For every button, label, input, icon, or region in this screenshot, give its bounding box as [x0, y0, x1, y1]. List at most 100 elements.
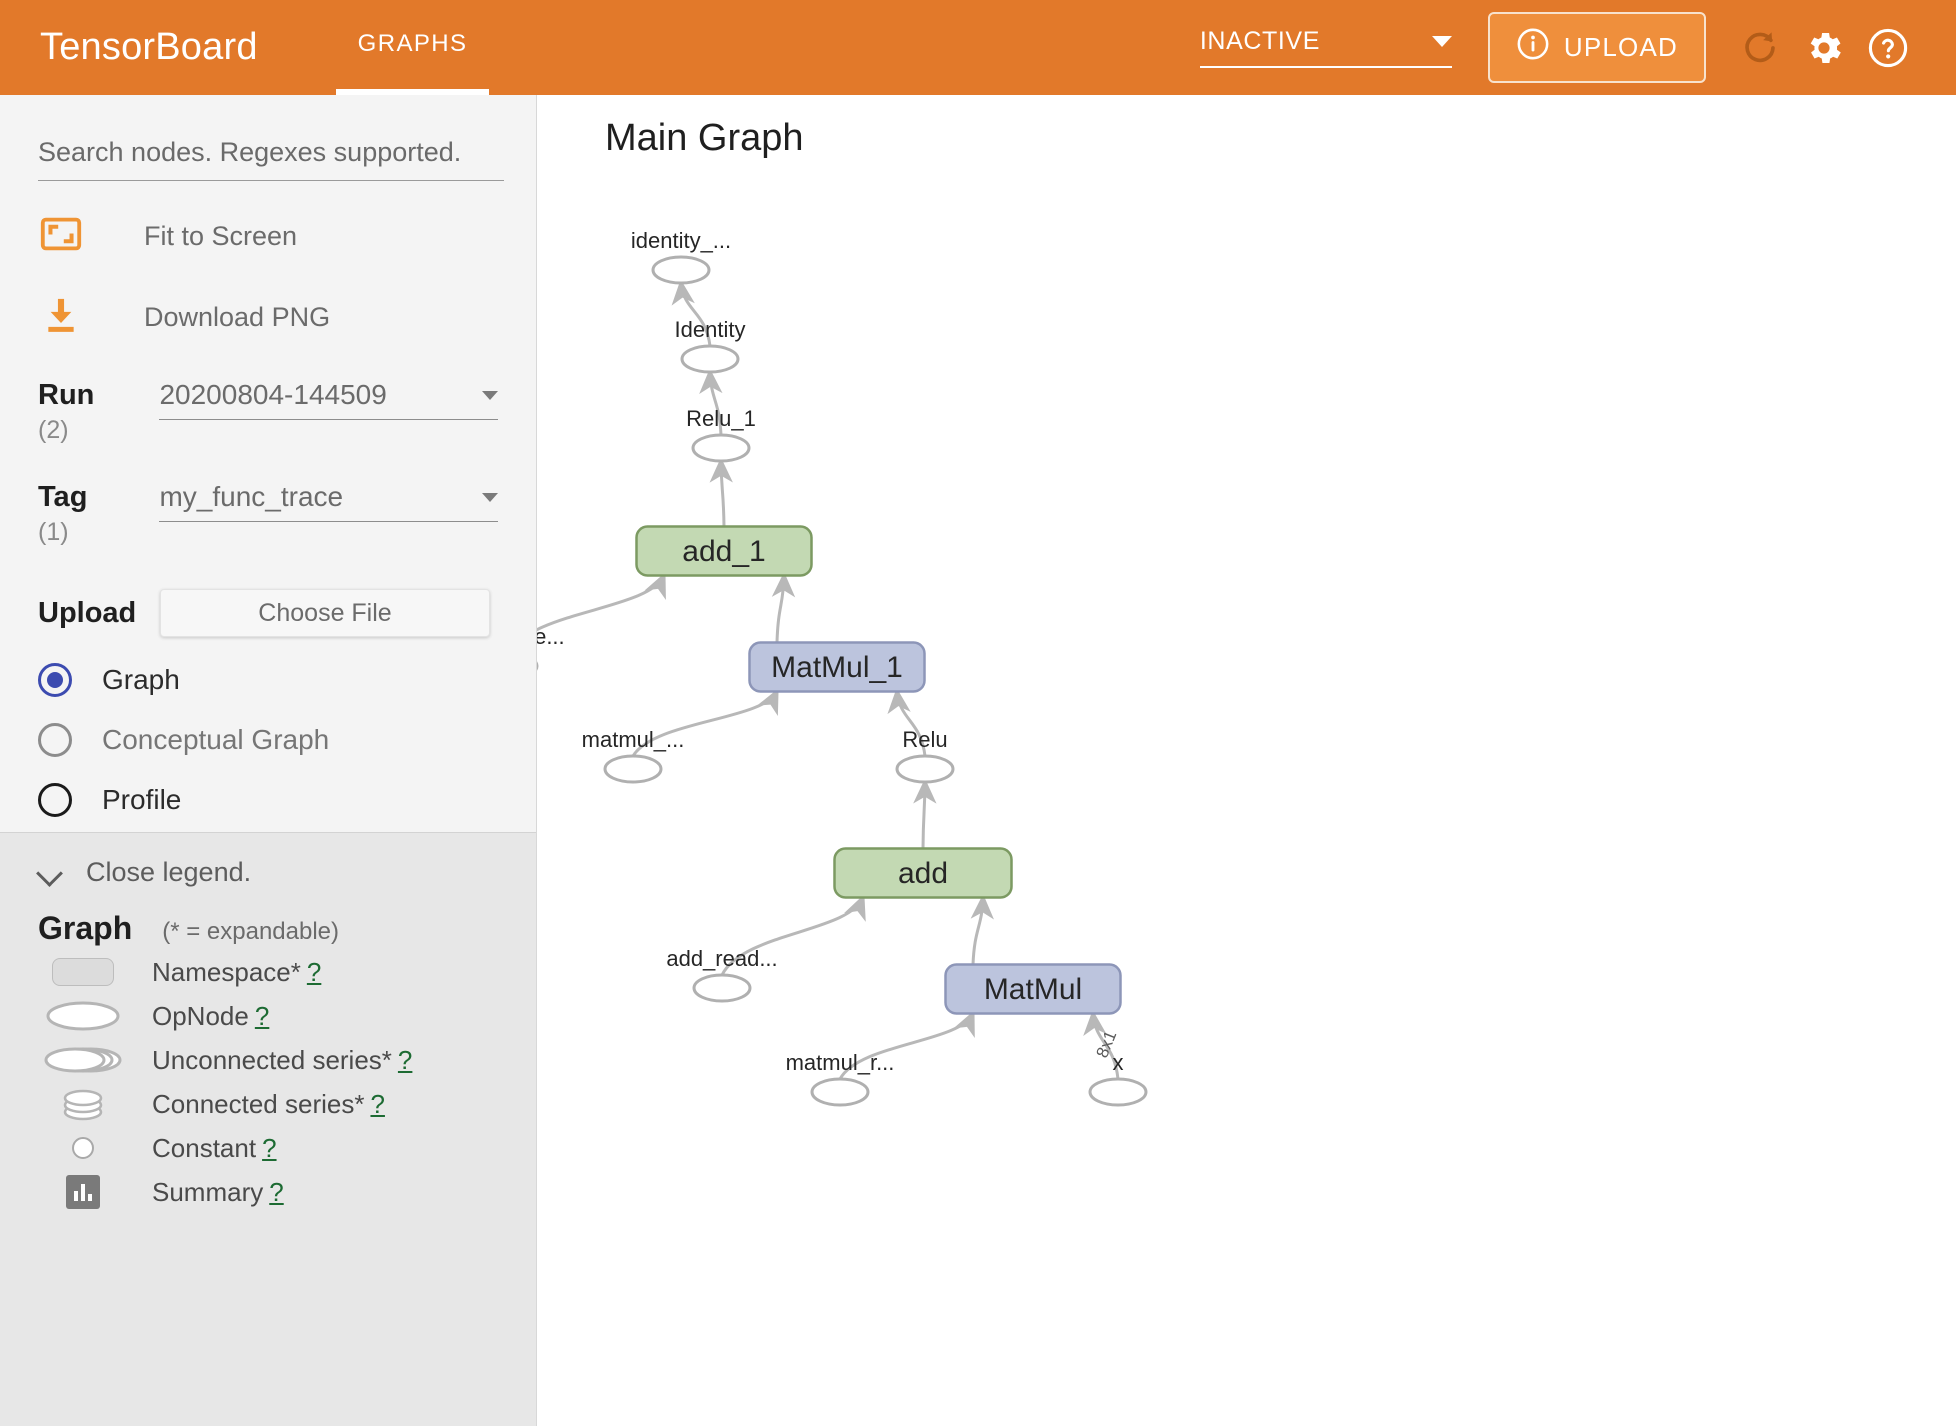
namespace-icon — [38, 958, 128, 986]
legend-help-opnode[interactable]: ? — [254, 1000, 270, 1031]
gear-icon[interactable] — [1792, 16, 1856, 80]
constant-icon — [38, 1137, 128, 1159]
svg-text:MatMul: MatMul — [984, 973, 1082, 1006]
help-icon[interactable] — [1856, 16, 1920, 80]
tag-dropdown[interactable]: my_func_trace — [159, 481, 498, 522]
legend-item-summary-label: Summary — [152, 1176, 264, 1207]
legend-hint: (* = expandable) — [162, 918, 340, 945]
graph-node[interactable]: identity_... — [631, 228, 731, 285]
svg-text:add_read...: add_read... — [666, 946, 777, 971]
choose-file-button[interactable]: Choose File — [160, 589, 490, 637]
chevron-down-icon — [482, 492, 498, 502]
radio-profile-label: Profile — [102, 784, 182, 815]
legend-item-namespace-label: Namespace* — [152, 956, 301, 987]
graph-edge — [699, 368, 723, 436]
legend-item-summary: Summary? — [38, 1173, 498, 1211]
download-icon — [38, 292, 84, 343]
connected-series-icon — [38, 1086, 128, 1122]
graph-node[interactable]: MatMul_1 — [748, 641, 926, 693]
legend-help-summary[interactable]: ? — [269, 1176, 284, 1207]
svg-text:identity_...: identity_... — [631, 228, 731, 253]
chevron-down-icon — [1431, 36, 1452, 47]
opnode-icon — [38, 999, 128, 1033]
upload-button-label: UPLOAD — [1563, 32, 1678, 62]
graph-edge — [838, 1010, 975, 1080]
app-brand: TensorBoard — [40, 26, 258, 68]
graph-node[interactable]: MatMul — [944, 963, 1122, 1015]
graph-node[interactable]: x — [1088, 1050, 1148, 1107]
run-label-group: Run (2) — [38, 379, 159, 445]
legend-header: Graph (* = expandable) — [38, 910, 498, 947]
radio-profile[interactable]: Profile — [38, 783, 498, 817]
svg-text:MatMul_1: MatMul_1 — [771, 651, 903, 684]
legend-item-unconnected-series: Unconnected series*? — [38, 1041, 498, 1079]
app-header: TensorBoard GRAPHS INACTIVE UPLOAD — [0, 0, 1956, 95]
graph-node[interactable]: add_1 — [635, 525, 813, 577]
graph-node[interactable]: matmul_... — [582, 727, 685, 784]
svg-text:Relu: Relu — [902, 727, 947, 752]
graph-node[interactable]: Relu — [895, 727, 955, 784]
legend-panel: Close legend. Graph (* = expandable) Nam… — [0, 832, 536, 1426]
legend-item-namespace: Namespace*? — [38, 953, 498, 991]
graph-node[interactable]: matmul_r... — [786, 1050, 895, 1107]
graph-edge — [671, 279, 712, 347]
run-dropdown[interactable]: 20200804-144509 — [159, 379, 498, 420]
unconnected-series-icon — [38, 1043, 128, 1077]
radio-graph[interactable]: Graph — [38, 663, 498, 697]
search-input[interactable] — [38, 133, 504, 181]
page-title: Main Graph — [605, 117, 804, 159]
legend-help-constant[interactable]: ? — [262, 1132, 277, 1163]
graph-edge — [709, 457, 733, 527]
graph-node[interactable]: add_1_re... — [537, 624, 565, 679]
download-png-action[interactable]: Download PNG — [38, 292, 498, 343]
tag-value: my_func_trace — [159, 481, 344, 512]
active-runs-dropdown[interactable]: INACTIVE — [1199, 27, 1452, 68]
legend-item-constant-label: Constant — [152, 1132, 257, 1163]
left-sidebar: Fit to Screen Download PNG Run (2) — [0, 95, 537, 1426]
legend-item-connected-series: Connected series*? — [38, 1085, 498, 1123]
fit-to-screen-action[interactable]: Fit to Screen — [38, 211, 498, 262]
radio-profile-indicator — [38, 783, 72, 817]
legend-item-constant: Constant? — [38, 1129, 498, 1167]
info-icon — [1516, 27, 1550, 68]
run-label: Run — [38, 379, 95, 411]
refresh-icon[interactable] — [1728, 16, 1792, 80]
upload-button[interactable]: UPLOAD — [1487, 12, 1706, 83]
graph-node[interactable]: add_read... — [666, 946, 778, 1003]
search-field-wrapper — [38, 95, 504, 181]
tab-graphs[interactable]: GRAPHS — [335, 0, 490, 95]
chevron-down-icon — [38, 860, 64, 886]
graph-edge — [1083, 1009, 1120, 1080]
tag-field: Tag (1) my_func_trace — [38, 481, 498, 547]
graph-node[interactable]: Relu_1 — [686, 406, 756, 463]
radio-conceptual-graph[interactable]: Conceptual Graph — [38, 723, 498, 757]
svg-text:matmul_...: matmul_... — [582, 727, 685, 752]
legend-item-opnode-label: OpNode — [152, 1000, 249, 1031]
graph-node[interactable]: add — [833, 847, 1013, 899]
svg-text:add: add — [898, 857, 948, 890]
graph-edge — [887, 687, 927, 757]
svg-text:add_1_re...: add_1_re... — [537, 624, 565, 649]
chevron-down-icon — [482, 390, 498, 400]
legend-item-opnode: OpNode? — [38, 997, 498, 1035]
tag-count: (1) — [38, 518, 69, 546]
svg-text:Relu_1: Relu_1 — [686, 406, 756, 431]
svg-text:x: x — [1113, 1050, 1124, 1075]
close-legend-button[interactable]: Close legend. — [38, 857, 498, 888]
graph-node[interactable]: Identity — [675, 317, 746, 374]
legend-item-unconnected-series-label: Unconnected series* — [152, 1044, 392, 1075]
legend-help-namespace[interactable]: ? — [306, 956, 322, 987]
header-tabs: GRAPHS — [335, 0, 490, 95]
legend-help-connected-series[interactable]: ? — [370, 1088, 385, 1119]
radio-conceptual-graph-label: Conceptual Graph — [102, 724, 330, 755]
svg-text:matmul_r...: matmul_r... — [786, 1050, 895, 1075]
graph-edges: 8x1 — [537, 279, 1120, 1080]
radio-conceptual-graph-indicator — [38, 723, 72, 757]
graph-edge — [913, 778, 937, 849]
close-legend-label: Close legend. — [86, 857, 252, 887]
upload-field: Upload Choose File — [38, 589, 498, 637]
legend-help-unconnected-series[interactable]: ? — [397, 1044, 413, 1075]
run-field: Run (2) 20200804-144509 — [38, 379, 498, 445]
